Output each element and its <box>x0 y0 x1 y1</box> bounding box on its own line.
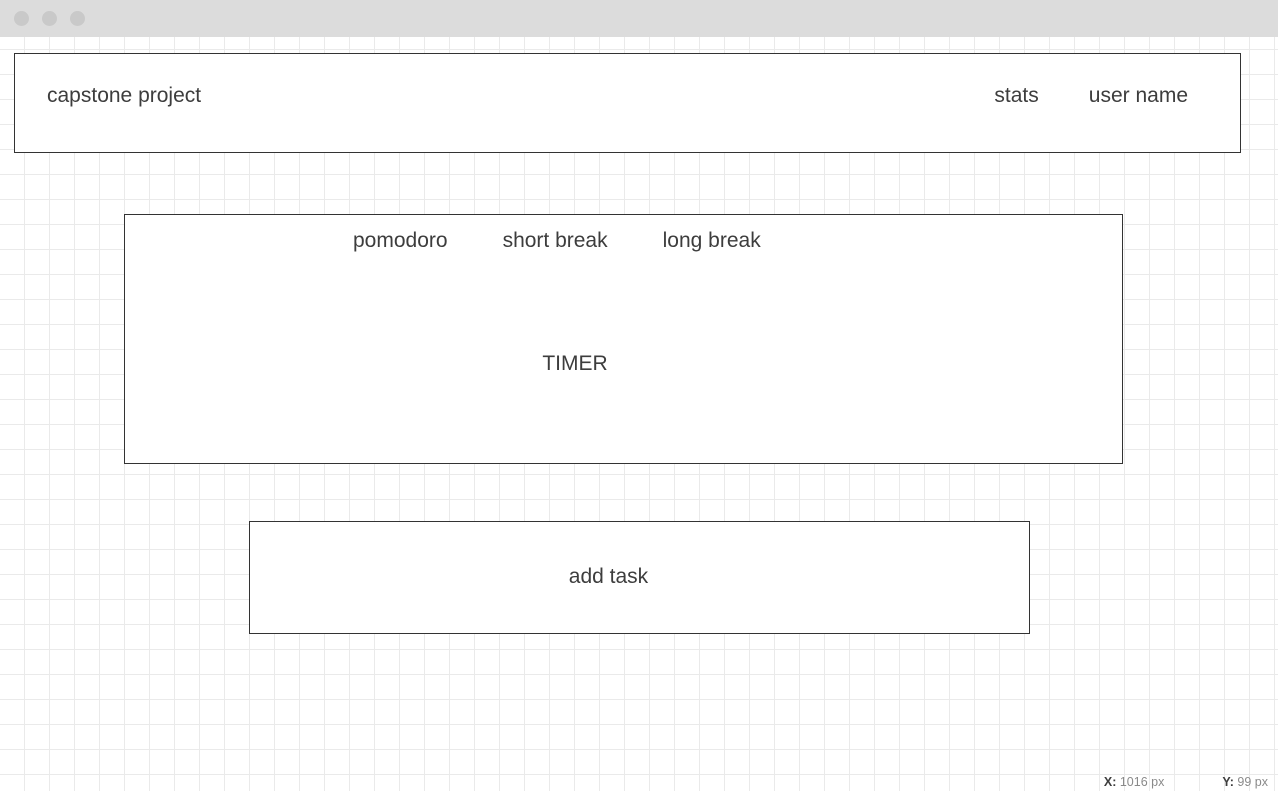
wireframe-canvas[interactable]: capstone project stats user name pomodor… <box>0 37 1278 791</box>
header-nav: stats user name <box>994 84 1188 108</box>
window-titlebar <box>0 0 1278 37</box>
coordinate-y-key: Y: <box>1222 775 1234 789</box>
tab-pomodoro[interactable]: pomodoro <box>353 229 448 252</box>
timer-display: TIMER <box>542 352 608 375</box>
coordinate-y-value: 99 px <box>1237 775 1268 789</box>
add-task-label: add task <box>568 565 649 588</box>
nav-link-user-name[interactable]: user name <box>1088 84 1188 107</box>
coordinate-readout: X: 1016 px Y: 99 px <box>1104 775 1268 789</box>
header-block[interactable]: capstone project stats user name <box>14 53 1241 153</box>
tab-short-break[interactable]: short break <box>502 229 608 252</box>
maximize-dot-icon[interactable] <box>70 11 85 26</box>
add-task-block[interactable]: add task <box>249 521 1030 634</box>
coordinate-y: Y: 99 px <box>1222 775 1268 789</box>
minimize-dot-icon[interactable] <box>42 11 57 26</box>
coordinate-x: X: 1016 px <box>1104 775 1164 789</box>
nav-link-stats[interactable]: stats <box>994 84 1039 107</box>
timer-block[interactable]: pomodoro short break long break TIMER <box>124 214 1123 464</box>
coordinate-x-value: 1016 px <box>1119 775 1165 789</box>
page-title: capstone project <box>47 84 202 107</box>
coordinate-x-key: X: <box>1103 775 1117 789</box>
timer-tab-list: pomodoro short break long break <box>353 229 761 253</box>
tab-long-break[interactable]: long break <box>662 229 761 252</box>
close-dot-icon[interactable] <box>14 11 29 26</box>
